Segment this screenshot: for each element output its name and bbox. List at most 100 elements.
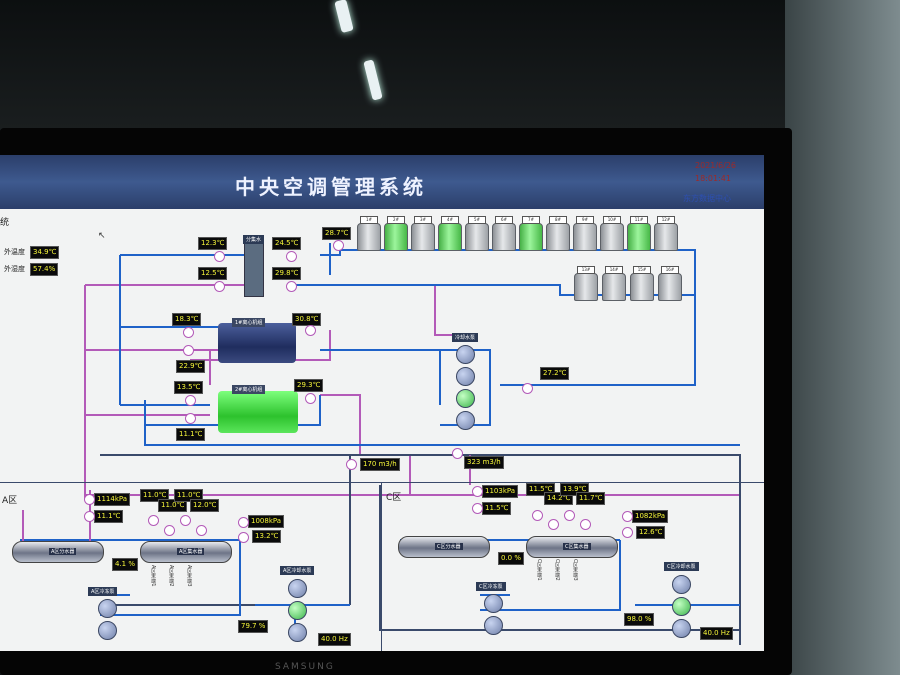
chiller-1-node-c[interactable] [305,325,316,336]
zone-a-node-p[interactable] [84,494,95,505]
zone-a-pump-1[interactable] [98,599,117,618]
cooling-tower-8-label: 8# [549,216,567,224]
time-display: 18:01:41 [695,174,731,183]
cooling-pump-2[interactable] [456,367,475,386]
zone-c-node-p[interactable] [472,486,483,497]
chiller-2[interactable] [218,391,298,433]
outdoor-humidity-value: 57.4% [30,263,59,276]
cooling-tower-15[interactable]: 15# [630,266,654,301]
cooling-tower-5[interactable]: 5# [465,216,489,251]
cooling-tower-7[interactable]: 7# [519,216,543,251]
zone-c-tank-1[interactable]: C区分水器 [398,536,490,558]
chiller-1-node-b[interactable] [183,345,194,356]
cooling-tower-10[interactable]: 10# [600,216,624,251]
page-title: 中央空调管理系统 [235,175,427,199]
zone-a-branch-1: A区末端1 [150,565,156,587]
zone-a-tank-2-label: A区集水器 [177,548,205,555]
zone-c-node-t[interactable] [472,503,483,514]
cooling-tower-16-label: 16# [661,266,679,274]
cooling-tower-2[interactable]: 2# [384,216,408,251]
zone-c-freq: 40.0 Hz [700,627,733,640]
cooling-tower-16[interactable]: 16# [658,266,682,301]
chiller-1[interactable] [218,323,296,363]
chiller-1-node-a[interactable] [183,327,194,338]
zone-a-valve2-pct: 79.7 % [238,620,269,633]
cooling-tower-8[interactable]: 8# [546,216,570,251]
zone-c-pump-1[interactable] [484,594,503,613]
zone-a-tank-1[interactable]: A区分水器 [12,541,104,563]
zone-c-tank-2[interactable]: C区集水器 [526,536,618,558]
cooling-tower-3[interactable]: 3# [411,216,435,251]
sensor-node-1[interactable] [214,251,225,262]
zone-a-node-1[interactable] [148,515,159,526]
chiller-1-left-temp: 18.3℃ [172,313,202,326]
cooling-tower-3-label: 3# [414,216,432,224]
zone-divider-v [381,482,382,651]
sensor-node-5[interactable] [333,240,344,251]
zone-a-node-sp[interactable] [238,517,249,528]
zone-a-t1: 11.0℃ [140,489,170,502]
water-header[interactable] [244,239,264,297]
chiller-1-bottom-temp: 22.9℃ [176,360,206,373]
cooling-tower-13-label: 13# [577,266,595,274]
flow-node-2[interactable] [452,448,463,459]
cooling-tower-4[interactable]: 4# [438,216,462,251]
zone-a-node-2[interactable] [164,525,175,536]
zone-a-pump-3[interactable] [288,579,307,598]
pipe-blue-2 [144,349,740,446]
chiller-2-node-b[interactable] [185,413,196,424]
cooling-return-node[interactable] [522,383,533,394]
zone-c-pump-5[interactable] [672,619,691,638]
cooling-pump-group-label: 冷却水泵 [452,333,479,342]
zone-c-node-3[interactable] [564,510,575,521]
chiller-2-label: 2#离心机组 [232,385,266,394]
sensor-node-4[interactable] [286,281,297,292]
zone-a-node-4[interactable] [196,525,207,536]
zone-a-pump-4[interactable] [288,601,307,620]
cooling-pump-3[interactable] [456,389,475,408]
cooling-tower-1[interactable]: 1# [357,216,381,251]
cooling-tower-11[interactable]: 11# [627,216,651,251]
zone-c-node-1[interactable] [532,510,543,521]
cooling-tower-6-label: 6# [495,216,513,224]
zone-a-tank-1-label: A区分水器 [49,548,77,555]
cooling-tower-14[interactable]: 14# [602,266,626,301]
zone-a-tank-2[interactable]: A区集水器 [140,541,232,563]
zone-c-node-4[interactable] [580,519,591,530]
zone-a-node-3[interactable] [180,515,191,526]
zone-a-pump-2[interactable] [98,621,117,640]
sensor-node-3[interactable] [214,281,225,292]
cooling-tower-9[interactable]: 9# [573,216,597,251]
pipe-purple-2 [190,330,411,495]
zone-a-node-st[interactable] [238,532,249,543]
zone-c-pump-3[interactable] [672,575,691,594]
cooling-tower-15-label: 15# [633,266,651,274]
zone-c-node-sp[interactable] [622,511,633,522]
zone-c-pump-4[interactable] [672,597,691,616]
cooling-tower-6[interactable]: 6# [492,216,516,251]
zone-a-node-t[interactable] [84,511,95,522]
zone-a-valve-pct: 4.1 % [112,558,139,571]
cooling-tower-13[interactable]: 13# [574,266,598,301]
cooling-tower-12[interactable]: 12# [654,216,678,251]
room-wall [785,0,900,675]
zone-a-title: A区 [2,496,18,506]
chiller-2-node-c[interactable] [305,393,316,404]
zone-c-node-st[interactable] [622,527,633,538]
cooling-pump-4[interactable] [456,411,475,430]
zone-c-node-2[interactable] [548,519,559,530]
chiller-2-node-a[interactable] [185,395,196,406]
cooling-tower-4-label: 4# [441,216,459,224]
cooling-return-temp: 27.2℃ [540,367,570,380]
hot-water-2-temp: 12.5℃ [198,267,228,280]
sensor-node-2[interactable] [286,251,297,262]
pipe-dark-loop [100,454,741,645]
zone-c-valve2-pct: 98.0 % [624,613,655,626]
cooling-tower-2-label: 2# [387,216,405,224]
chiller-1-label: 1#离心机组 [232,318,266,327]
cooling-pump-1[interactable] [456,345,475,364]
zone-c-pump-2[interactable] [484,616,503,635]
zone-c-pressure: 1103kPa [482,485,519,498]
zone-a-pump-5[interactable] [288,623,307,642]
flow-node-1[interactable] [346,459,357,470]
